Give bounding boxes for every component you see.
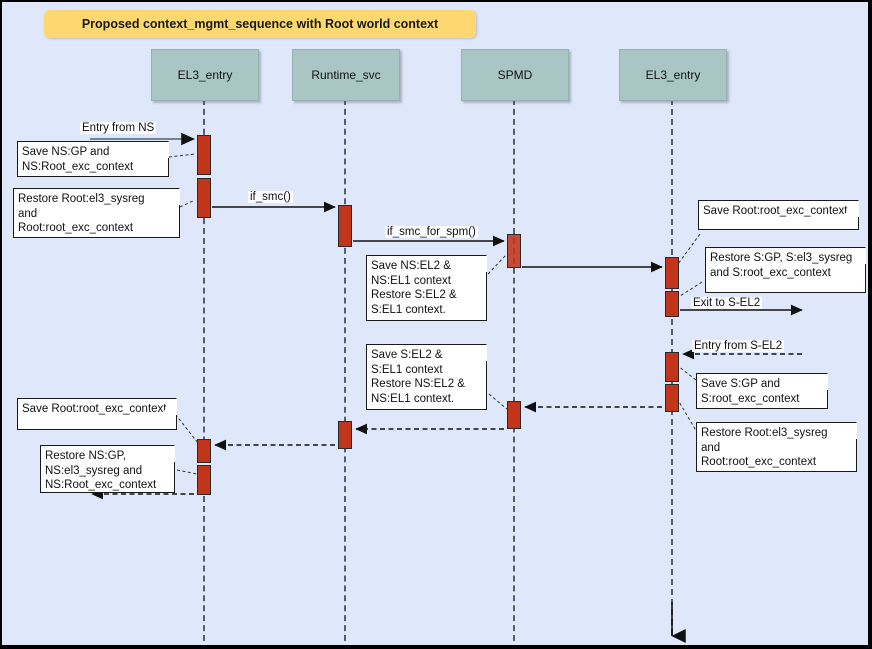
lifeline-spmd: [513, 99, 515, 641]
message-label-entry-from-ns: Entry from NS: [80, 122, 157, 134]
participant-label: EL3_entry: [177, 68, 233, 82]
note-restore-s-gp: Restore S:GP, S:el3_sysreg and S:root_ex…: [705, 247, 866, 293]
activation-el3-entry-left-1: [197, 135, 211, 175]
note-save-root-exc-context-right: Save Root:root_exc_context: [698, 200, 859, 230]
participant-spmd[interactable]: SPMD: [461, 49, 569, 101]
note-save-root-exc-context-left: Save Root:root_exc_context: [17, 398, 177, 430]
note-save-ns-el2-restore-s-el2: Save NS:EL2 & NS:EL1 context Restore S:E…: [366, 255, 487, 321]
message-label-exit-to-s-el2: Exit to S-EL2: [691, 297, 763, 309]
activation-el3-entry-left-2: [197, 178, 211, 218]
activation-el3-entry-left-4: [197, 465, 211, 495]
message-label-if-smc-for-spm: if_smc_for_spm(): [385, 226, 478, 238]
participant-label: Runtime_svc: [311, 68, 381, 82]
participant-label: EL3_entry: [645, 68, 701, 82]
participant-runtime-svc[interactable]: Runtime_svc: [292, 49, 400, 101]
note-restore-ns-gp: Restore NS:GP, NS:el3_sysreg and NS:Root…: [40, 445, 175, 493]
lifeline-el3-entry-left: [203, 99, 205, 641]
activation-el3-entry-right-3: [665, 352, 679, 382]
note-restore-root-el3-sysreg: Restore Root:el3_sysreg and Root:root_ex…: [13, 188, 180, 238]
activation-spmd-2: [507, 401, 521, 429]
activation-el3-entry-right-2: [665, 291, 679, 317]
participant-el3-entry-left[interactable]: EL3_entry: [151, 49, 259, 101]
message-label-entry-from-s-el2: Entry from S-EL2: [692, 340, 785, 352]
activation-el3-entry-right-1: [665, 257, 679, 289]
message-label-if-smc: if_smc(): [248, 191, 293, 203]
activation-runtime-svc-1: [338, 205, 352, 247]
note-save-s-gp: Save S:GP and S:root_exc_context: [696, 373, 828, 409]
participant-el3-entry-right[interactable]: EL3_entry: [619, 49, 727, 101]
activation-runtime-svc-2: [338, 421, 352, 449]
lifeline-runtime-svc: [344, 99, 346, 641]
note-save-ns-gp: Save NS:GP and NS:Root_exc_context: [17, 141, 169, 177]
activation-spmd-1: [507, 234, 521, 268]
diagram-title: Proposed context_mgmt_sequence with Root…: [44, 10, 476, 38]
note-save-s-el2-restore-ns-el2: Save S:EL2 & S:EL1 context Restore NS:EL…: [366, 344, 487, 410]
note-restore-root-el3-sysreg-right: Restore Root:el3_sysreg and Root:root_ex…: [696, 422, 857, 472]
participant-label: SPMD: [497, 68, 533, 82]
activation-el3-entry-right-4: [665, 384, 679, 412]
activation-el3-entry-left-3: [197, 439, 211, 463]
